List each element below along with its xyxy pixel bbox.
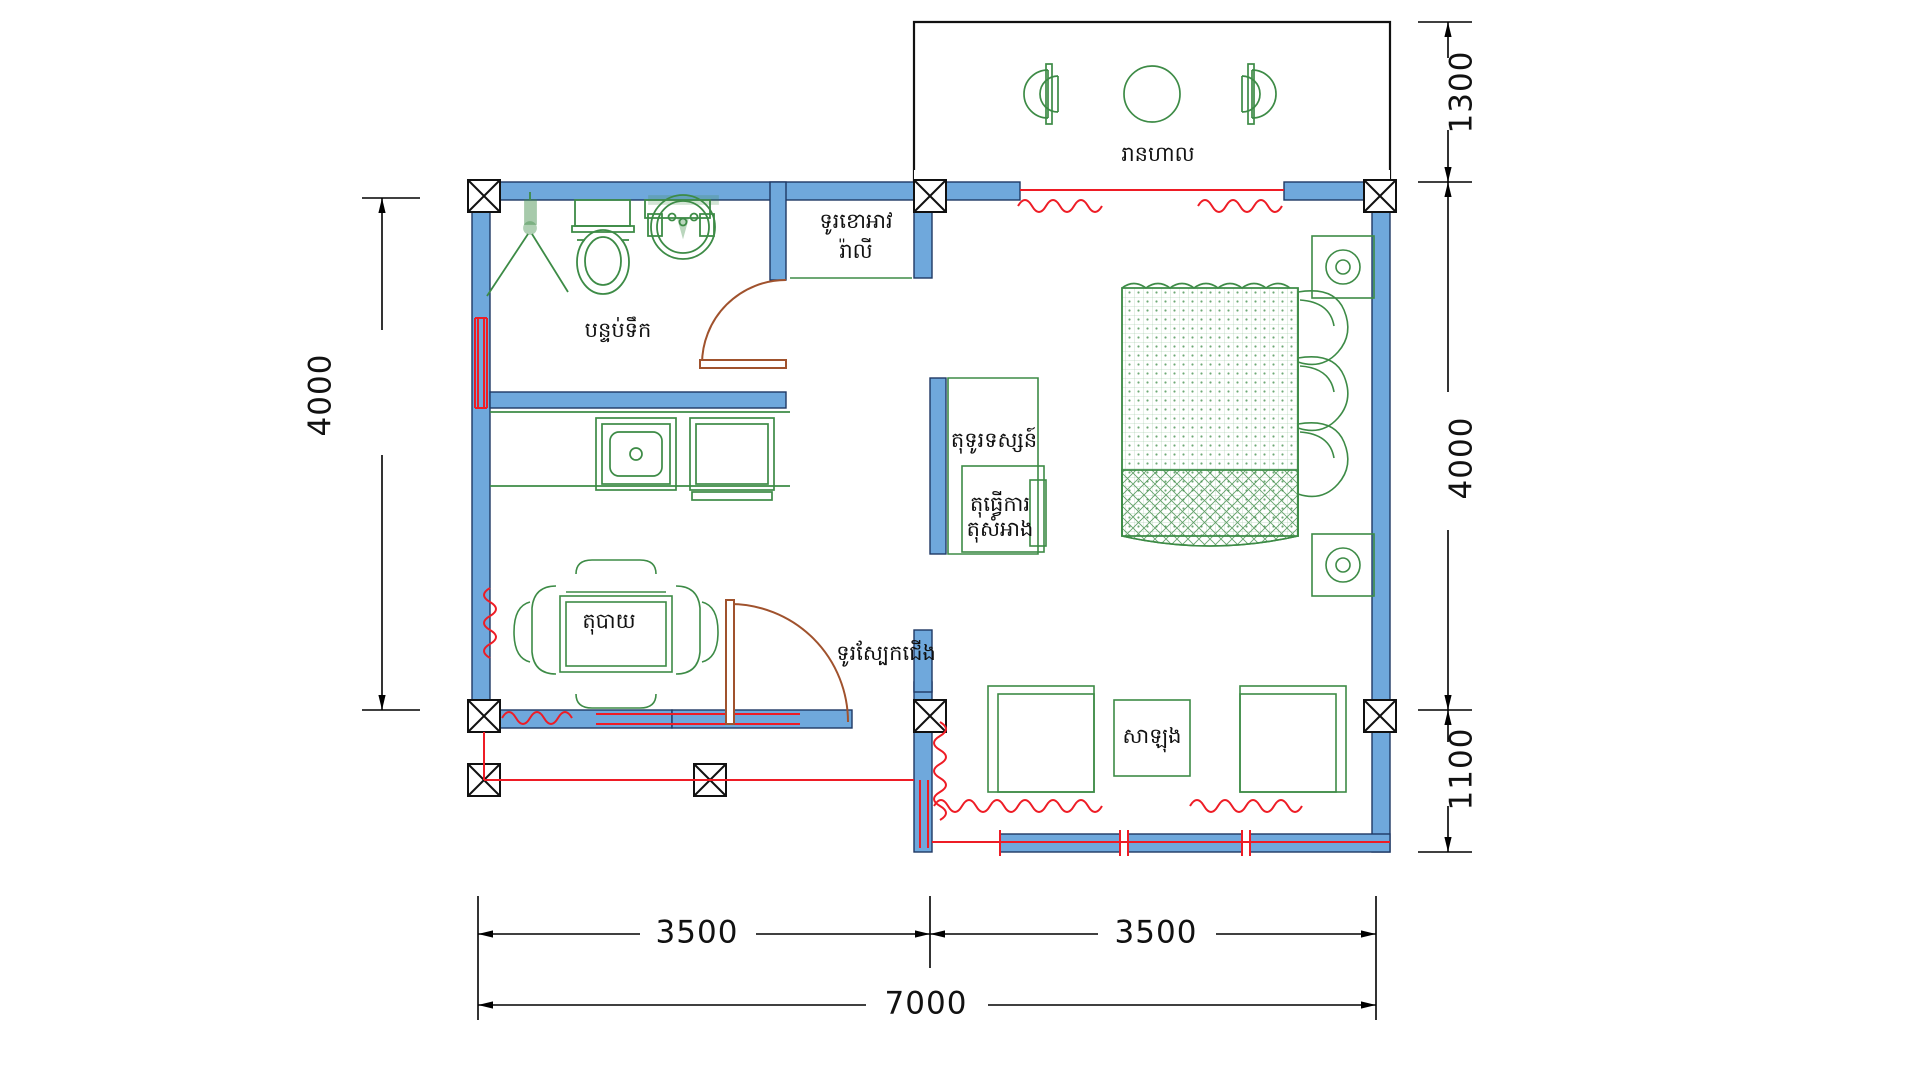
balcony-furniture <box>1023 63 1277 125</box>
room-label-balcony: រានហាល <box>1121 142 1194 166</box>
bathroom-door-swing <box>699 279 787 369</box>
curtain-symbols <box>483 199 1303 821</box>
dimension-bottom-left-3500: 3500 <box>656 915 739 951</box>
furniture-label-tv-table: តុទូរទស្សន៍ <box>951 427 1037 454</box>
window-lines <box>474 189 1390 856</box>
furniture-label-wardrobe-line2: រ៉ាលី <box>839 238 873 263</box>
dimension-left-4000: 4000 <box>303 354 339 437</box>
entry-door-swing <box>725 599 849 725</box>
work-desk <box>961 465 1047 553</box>
furniture-label-shoe-cabinet: ទូរស្បែកជើង <box>836 640 936 667</box>
furniture-label-work-desk: តុធ្វើការ <box>970 491 1030 518</box>
dimension-right-1100: 1100 <box>1444 728 1480 811</box>
dimension-left <box>362 197 420 711</box>
bathroom-fixtures <box>486 192 719 297</box>
furniture-label-vanity: តុសំអាង <box>967 516 1034 543</box>
dimension-bottom-total-7000: 7000 <box>885 986 968 1022</box>
dimension-right-4000: 4000 <box>1444 417 1480 500</box>
dimension-right <box>1418 21 1472 853</box>
room-label-bathroom: បន្ទប់ទឹក <box>585 316 652 343</box>
furniture-label-dining-table: តុបាយ <box>582 609 635 635</box>
dining-set <box>513 559 719 709</box>
dimension-bottom <box>477 896 1377 1020</box>
furniture-label-wardrobe-line1: ទូរខោអាវ <box>819 209 893 235</box>
sofa-set <box>987 685 1347 793</box>
tv-cabinet <box>947 377 1039 555</box>
dimension-right-1300: 1300 <box>1444 51 1480 134</box>
kitchen-fixtures <box>490 411 790 501</box>
dimension-bottom-right-3500: 3500 <box>1115 915 1198 951</box>
bed <box>1121 235 1375 597</box>
